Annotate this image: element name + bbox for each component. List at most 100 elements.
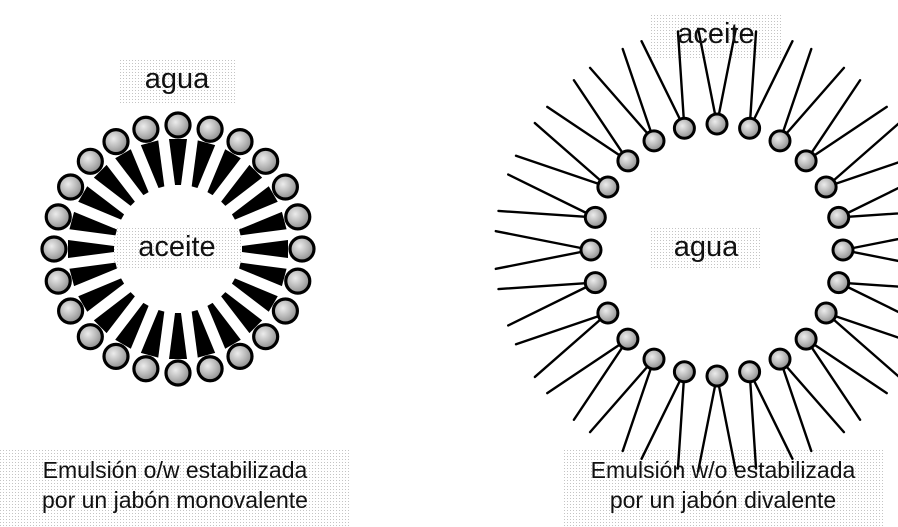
hydrophobic-tail [496, 250, 591, 269]
polar-head [78, 149, 102, 173]
hydrophobic-tail [508, 175, 595, 218]
hydrophobic-tail [590, 359, 654, 432]
surfactant-molecule [796, 329, 887, 420]
surfactant-molecule [498, 175, 605, 228]
right-caption-line-1: Emulsión w/o estabilizada [562, 455, 884, 485]
polar-head [833, 240, 853, 260]
hydrophobic-tail [623, 359, 654, 451]
polar-head [46, 269, 70, 293]
hydrophobic-tail [780, 359, 844, 432]
surfactant-molecule [547, 329, 638, 420]
polar-head [286, 205, 310, 229]
polar-head [78, 325, 102, 349]
hydrophobic-tail [69, 212, 117, 235]
polar-head [816, 303, 836, 323]
hydrophobic-tail [508, 283, 595, 326]
polar-head [740, 118, 760, 138]
polar-head [598, 177, 618, 197]
polar-head [585, 273, 605, 293]
polar-head [254, 149, 278, 173]
hydrophobic-tail [239, 212, 287, 235]
polar-head [707, 366, 727, 386]
hydrophobic-tail [826, 313, 898, 344]
right-outer-label: aceite [650, 20, 782, 49]
polar-head [770, 349, 790, 369]
hydrophobic-tail [68, 240, 114, 258]
hydrophobic-tail [141, 310, 164, 358]
surfactant-molecule [242, 237, 314, 261]
hydrophobic-tail [806, 339, 887, 393]
hydrophobic-tail [169, 313, 187, 359]
left-caption-line-2: por un jabón monovalente [0, 485, 350, 515]
polar-head [829, 273, 849, 293]
surfactant-molecule [496, 231, 601, 269]
polar-head [198, 357, 222, 381]
polar-head [198, 117, 222, 141]
hydrophobic-tail [750, 372, 793, 459]
surfactant-molecule [796, 80, 887, 171]
polar-head [228, 344, 252, 368]
hydrophobic-tail [192, 310, 215, 358]
hydrophobic-tail [547, 107, 628, 161]
hydrophobic-tail [826, 156, 898, 187]
polar-head [59, 299, 83, 323]
polar-head [598, 303, 618, 323]
hydrophobic-tail [535, 123, 608, 187]
hydrophobic-tail [242, 240, 288, 258]
polar-head [46, 205, 70, 229]
hydrophobic-tail [780, 49, 811, 141]
surfactant-molecule [816, 303, 898, 377]
hydrophobic-tail [498, 283, 595, 289]
hydrophobic-tail [498, 211, 595, 217]
polar-head [674, 118, 694, 138]
hydrophobic-tail [169, 139, 187, 185]
polar-head [290, 237, 314, 261]
hydrophobic-tail [69, 263, 117, 286]
left-outer-label: agua [121, 65, 233, 94]
polar-head [273, 299, 297, 323]
polar-head [134, 117, 158, 141]
hydrophobic-tail [780, 68, 844, 141]
polar-head [644, 349, 664, 369]
left-caption: Emulsión o/w estabilizada por un jabón m… [0, 455, 350, 515]
polar-head [674, 362, 694, 382]
hydrophobic-tail [826, 123, 898, 187]
hydrophobic-tail [826, 313, 898, 377]
polar-head [796, 151, 816, 171]
polar-head [618, 329, 638, 349]
hydrophobic-tail [239, 263, 287, 286]
hydrophobic-tail [780, 359, 811, 451]
left-caption-line-1: Emulsión o/w estabilizada [0, 455, 350, 485]
hydrophobic-tail [806, 107, 887, 161]
polar-head [644, 131, 664, 151]
polar-head [134, 357, 158, 381]
polar-head [816, 177, 836, 197]
hydrophobic-tail [516, 156, 608, 187]
polar-head [166, 113, 190, 137]
surfactant-molecule [166, 313, 190, 385]
hydrophobic-tail [496, 231, 591, 250]
polar-head [618, 151, 638, 171]
surfactant-molecule [42, 237, 114, 261]
polar-head [286, 269, 310, 293]
hydrophobic-tail [547, 339, 628, 393]
surfactant-molecule [833, 231, 898, 269]
right-inner-label: agua [650, 233, 762, 262]
hydrophobic-tail [574, 80, 628, 161]
polar-head [273, 175, 297, 199]
polar-head [740, 362, 760, 382]
right-caption-line-2: por un jabón divalente [562, 485, 884, 515]
hydrophobic-tail [535, 313, 608, 377]
surfactant-molecule [816, 123, 898, 197]
hydrophobic-tail [623, 49, 654, 141]
polar-head [829, 207, 849, 227]
hydrophobic-tail [590, 68, 654, 141]
surfactant-molecule [547, 80, 638, 171]
hydrophobic-tail [516, 313, 608, 344]
hydrophobic-tail [806, 339, 860, 420]
polar-head [228, 130, 252, 154]
surfactant-molecule [498, 273, 605, 326]
hydrophobic-tail [141, 140, 164, 188]
hydrophobic-tail [192, 140, 215, 188]
polar-head [254, 325, 278, 349]
